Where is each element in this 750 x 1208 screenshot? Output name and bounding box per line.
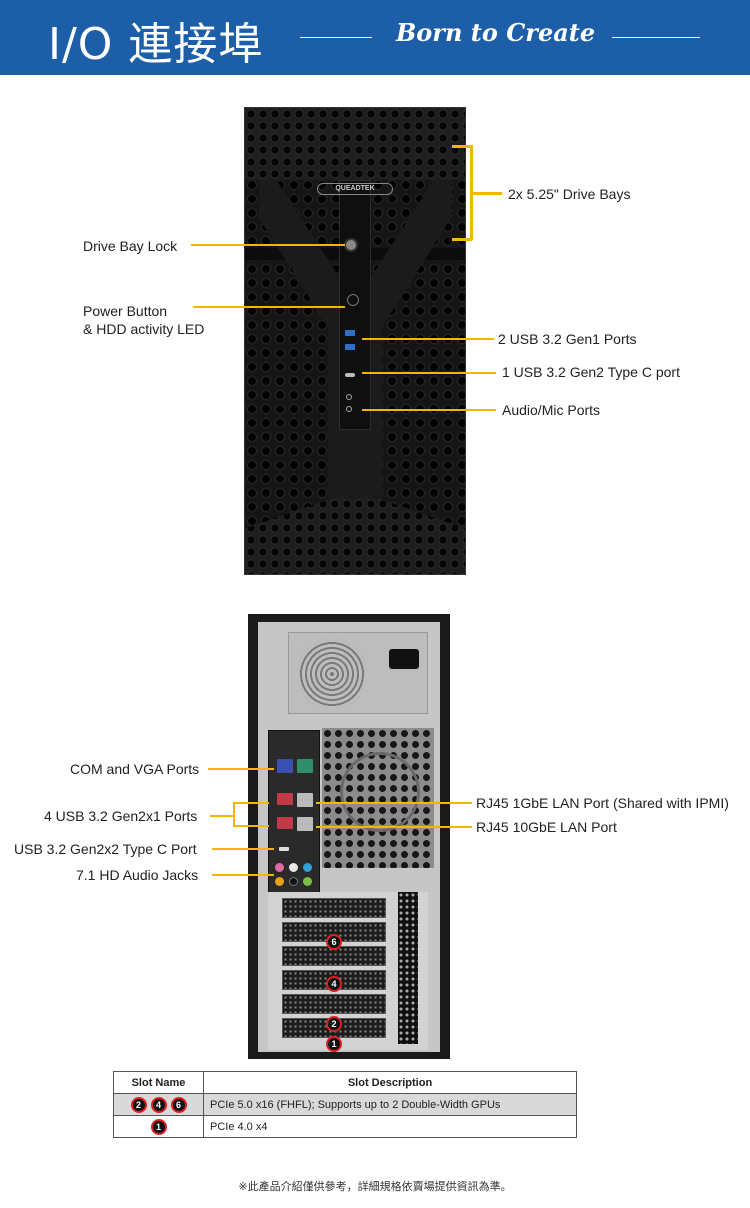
audio-jack (289, 877, 298, 886)
callout-line-power-button (193, 306, 345, 308)
front-usb-c-port (345, 373, 355, 377)
callout-line-com-vga (208, 768, 274, 770)
front-mic-jack (346, 406, 352, 412)
fan-icon (340, 752, 420, 832)
audio-jack (303, 863, 312, 872)
rear-view-image: 6 4 2 1 (248, 614, 450, 1059)
header-banner: I/O 連接埠 Born to Create (0, 0, 750, 75)
slot-marker: 4 (326, 976, 342, 992)
pcie-slot (282, 994, 386, 1014)
column-header-slot-description: Slot Description (203, 1071, 577, 1094)
callout-line-usb-gen2x1 (233, 825, 269, 827)
label-usb-type-c: 1 USB 3.2 Gen2 Type C port (502, 364, 680, 380)
callout-line-rj45-10gbe (316, 826, 472, 828)
audio-jack (289, 863, 298, 872)
usb-gen2x2-type-c-port (279, 847, 289, 851)
front-usb-port (345, 344, 355, 350)
label-rj45-1gbe: RJ45 1GbE LAN Port (Shared with IPMI) (476, 795, 729, 811)
power-supply (288, 632, 428, 714)
slot-description-cell: PCIe 5.0 x16 (FHFL); Supports up to 2 Do… (203, 1093, 577, 1116)
rj45-1gbe-port (297, 793, 313, 807)
slot-badge: 2 (130, 1096, 147, 1113)
audio-jack (275, 863, 284, 872)
table-header-row: Slot Name Slot Description (113, 1071, 577, 1094)
front-bottom-mesh (245, 498, 465, 574)
drive-bay-lock (344, 238, 358, 252)
rear-fan-grille (322, 728, 434, 868)
banner-divider-right (612, 37, 700, 38)
callout-line-rj45-1gbe (316, 802, 472, 804)
slot-description-cell: PCIe 4.0 x4 (203, 1115, 577, 1138)
label-usb-gen2x2: USB 3.2 Gen2x2 Type C Port (14, 841, 197, 857)
vga-port (277, 759, 293, 773)
callout-line-usb-gen1 (362, 338, 494, 340)
front-view-image: QUEADTEK (244, 107, 466, 575)
front-top-mesh (245, 108, 465, 180)
label-usb-gen2x1: 4 USB 3.2 Gen2x1 Ports (44, 808, 198, 824)
callout-line-usb-gen2x1 (233, 802, 269, 804)
label-drive-bays: 2x 5.25" Drive Bays (508, 186, 631, 202)
label-audio-jacks: 7.1 HD Audio Jacks (76, 867, 199, 883)
pcie-slot (282, 946, 386, 966)
label-power-button-led: & HDD activity LED (83, 321, 205, 337)
com-port (297, 759, 313, 773)
pcie-slot-cage: 6 4 2 1 (268, 892, 428, 1052)
callout-line-usb-gen2x1 (210, 815, 234, 817)
slot-badge: 6 (170, 1096, 187, 1113)
front-usb-port (345, 330, 355, 336)
callout-line-audio-jacks (212, 874, 274, 876)
audio-jack (275, 877, 284, 886)
label-drive-bay-lock: Drive Bay Lock (83, 238, 178, 254)
usb-gen2x1-port (277, 817, 293, 829)
label-rj45-10gbe: RJ45 10GbE LAN Port (476, 819, 617, 835)
slot-badge: 4 (150, 1096, 167, 1113)
disclaimer-footnote: ※此產品介紹僅供參考，詳細規格依賣場提供資訊為準。 (238, 1180, 512, 1193)
callout-line-audio-mic (362, 409, 496, 411)
callout-line-drive-bays (452, 238, 472, 241)
column-header-slot-name: Slot Name (113, 1071, 204, 1094)
label-usb-gen1: 2 USB 3.2 Gen1 Ports (498, 331, 637, 347)
rear-vent (398, 892, 418, 1044)
slot-badge: 1 (150, 1118, 167, 1135)
rj45-10gbe-port (297, 817, 313, 831)
pcie-slot (282, 922, 386, 942)
usb-gen2x1-port (277, 793, 293, 805)
slot-marker: 1 (326, 1036, 342, 1052)
label-audio-mic: Audio/Mic Ports (502, 402, 601, 418)
power-socket (389, 649, 419, 669)
pcie-slot (282, 898, 386, 918)
page-title: I/O 連接埠 (48, 19, 264, 70)
callout-line-drive-bays (452, 145, 472, 148)
brand-logo: QUEADTEK (317, 183, 393, 195)
front-audio-jack (346, 394, 352, 400)
callout-line-usb-type-c (362, 372, 496, 374)
rear-panel: 6 4 2 1 (258, 622, 440, 1052)
brand-slogan: Born to Create (396, 18, 596, 47)
audio-jack (303, 877, 312, 886)
table-row: 1 PCIe 4.0 x4 (113, 1115, 577, 1138)
slot-name-cell: 1 (113, 1115, 204, 1138)
callout-line-drive-bay-lock (191, 244, 345, 246)
banner-divider-left (300, 37, 372, 38)
callout-line-drive-bays (470, 192, 502, 195)
slot-marker: 6 (326, 934, 342, 950)
callout-line-usb-gen2x1 (233, 802, 235, 827)
label-power-button: Power Button (83, 303, 168, 319)
label-com-vga: COM and VGA Ports (70, 761, 200, 777)
slot-marker: 2 (326, 1016, 342, 1032)
callout-line-usb-gen2x2 (212, 848, 274, 850)
power-button-icon (347, 294, 359, 306)
psu-fan-icon (297, 639, 367, 709)
